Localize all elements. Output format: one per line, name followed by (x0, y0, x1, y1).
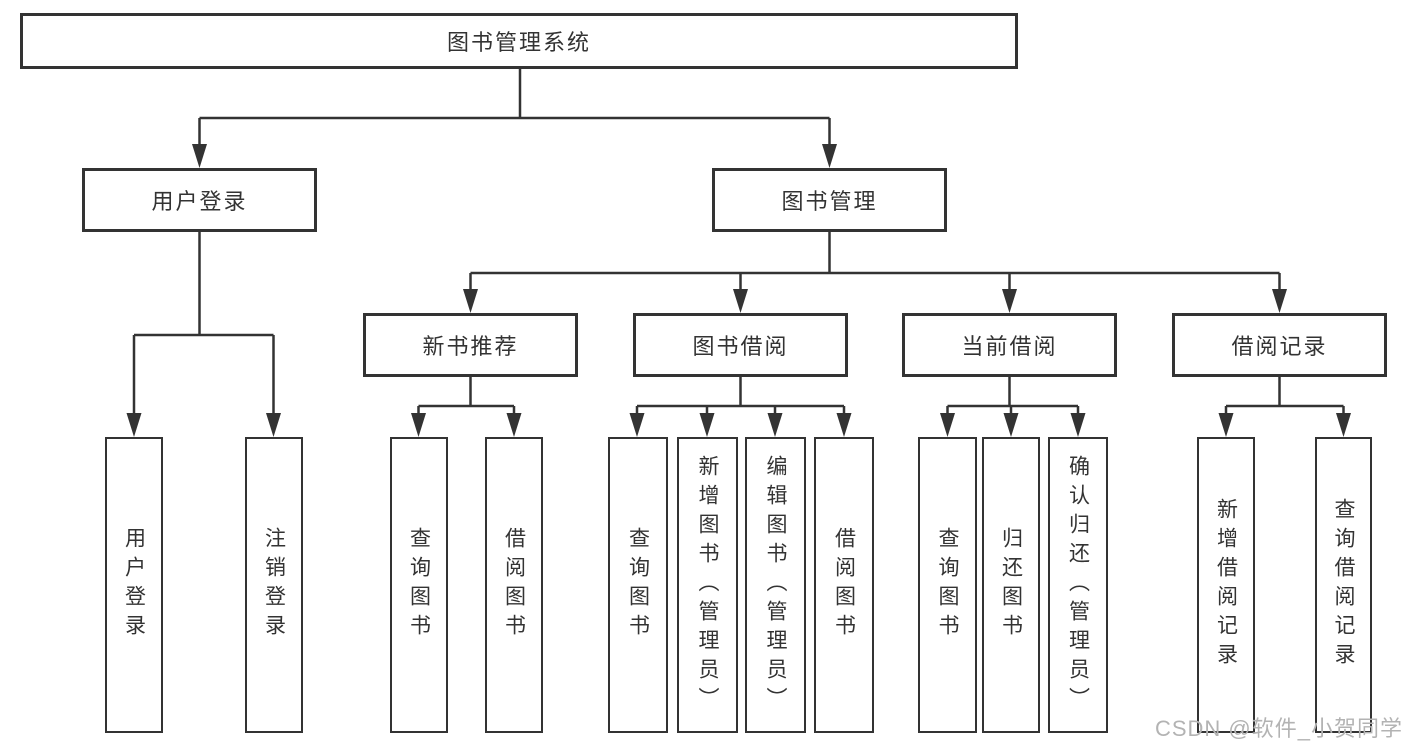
node-book-management: 图书管理 (712, 168, 947, 232)
watermark-text: CSDN @软件_小贺同学 (1154, 716, 1403, 741)
leaf-logout-login: 注销登录 (245, 437, 303, 733)
leaf-query-books-current: 查询图书 (918, 437, 977, 733)
connector-records-to-leaves (1224, 377, 1345, 414)
leaf-user-login: 用户登录 (105, 437, 163, 733)
leaf-query-books-recommend: 查询图书 (390, 437, 448, 733)
node-current-borrowing: 当前借阅 (902, 313, 1117, 377)
connector-current-to-leaves (946, 377, 1080, 414)
node-book-borrowing: 图书借阅 (633, 313, 848, 377)
connector-bookmgmt-to-level3 (469, 232, 1281, 290)
leaf-confirm-return-admin: 确认归还（管理员） (1048, 437, 1108, 733)
connector-borrowing-to-leaves (635, 377, 846, 414)
leaf-borrow-books-borrowing: 借阅图书 (814, 437, 874, 733)
connector-newbook-to-leaves (417, 377, 516, 414)
leaf-add-borrow-record: 新增借阅记录 (1197, 437, 1255, 733)
node-new-book-recommendation: 新书推荐 (363, 313, 578, 377)
leaf-add-books-admin: 新增图书（管理员） (677, 437, 738, 733)
leaf-query-books-borrowing: 查询图书 (608, 437, 668, 733)
node-library-management-system: 图书管理系统 (20, 13, 1018, 69)
connector-userlogin-to-leaves (132, 232, 275, 414)
node-user-login: 用户登录 (82, 168, 317, 232)
node-borrowing-records: 借阅记录 (1172, 313, 1387, 377)
leaf-borrow-books-recommend: 借阅图书 (485, 437, 543, 733)
leaf-query-borrow-record: 查询借阅记录 (1315, 437, 1372, 733)
leaf-edit-books-admin: 编辑图书（管理员） (745, 437, 806, 733)
connector-root-to-level2 (198, 69, 831, 146)
leaf-return-books: 归还图书 (982, 437, 1040, 733)
